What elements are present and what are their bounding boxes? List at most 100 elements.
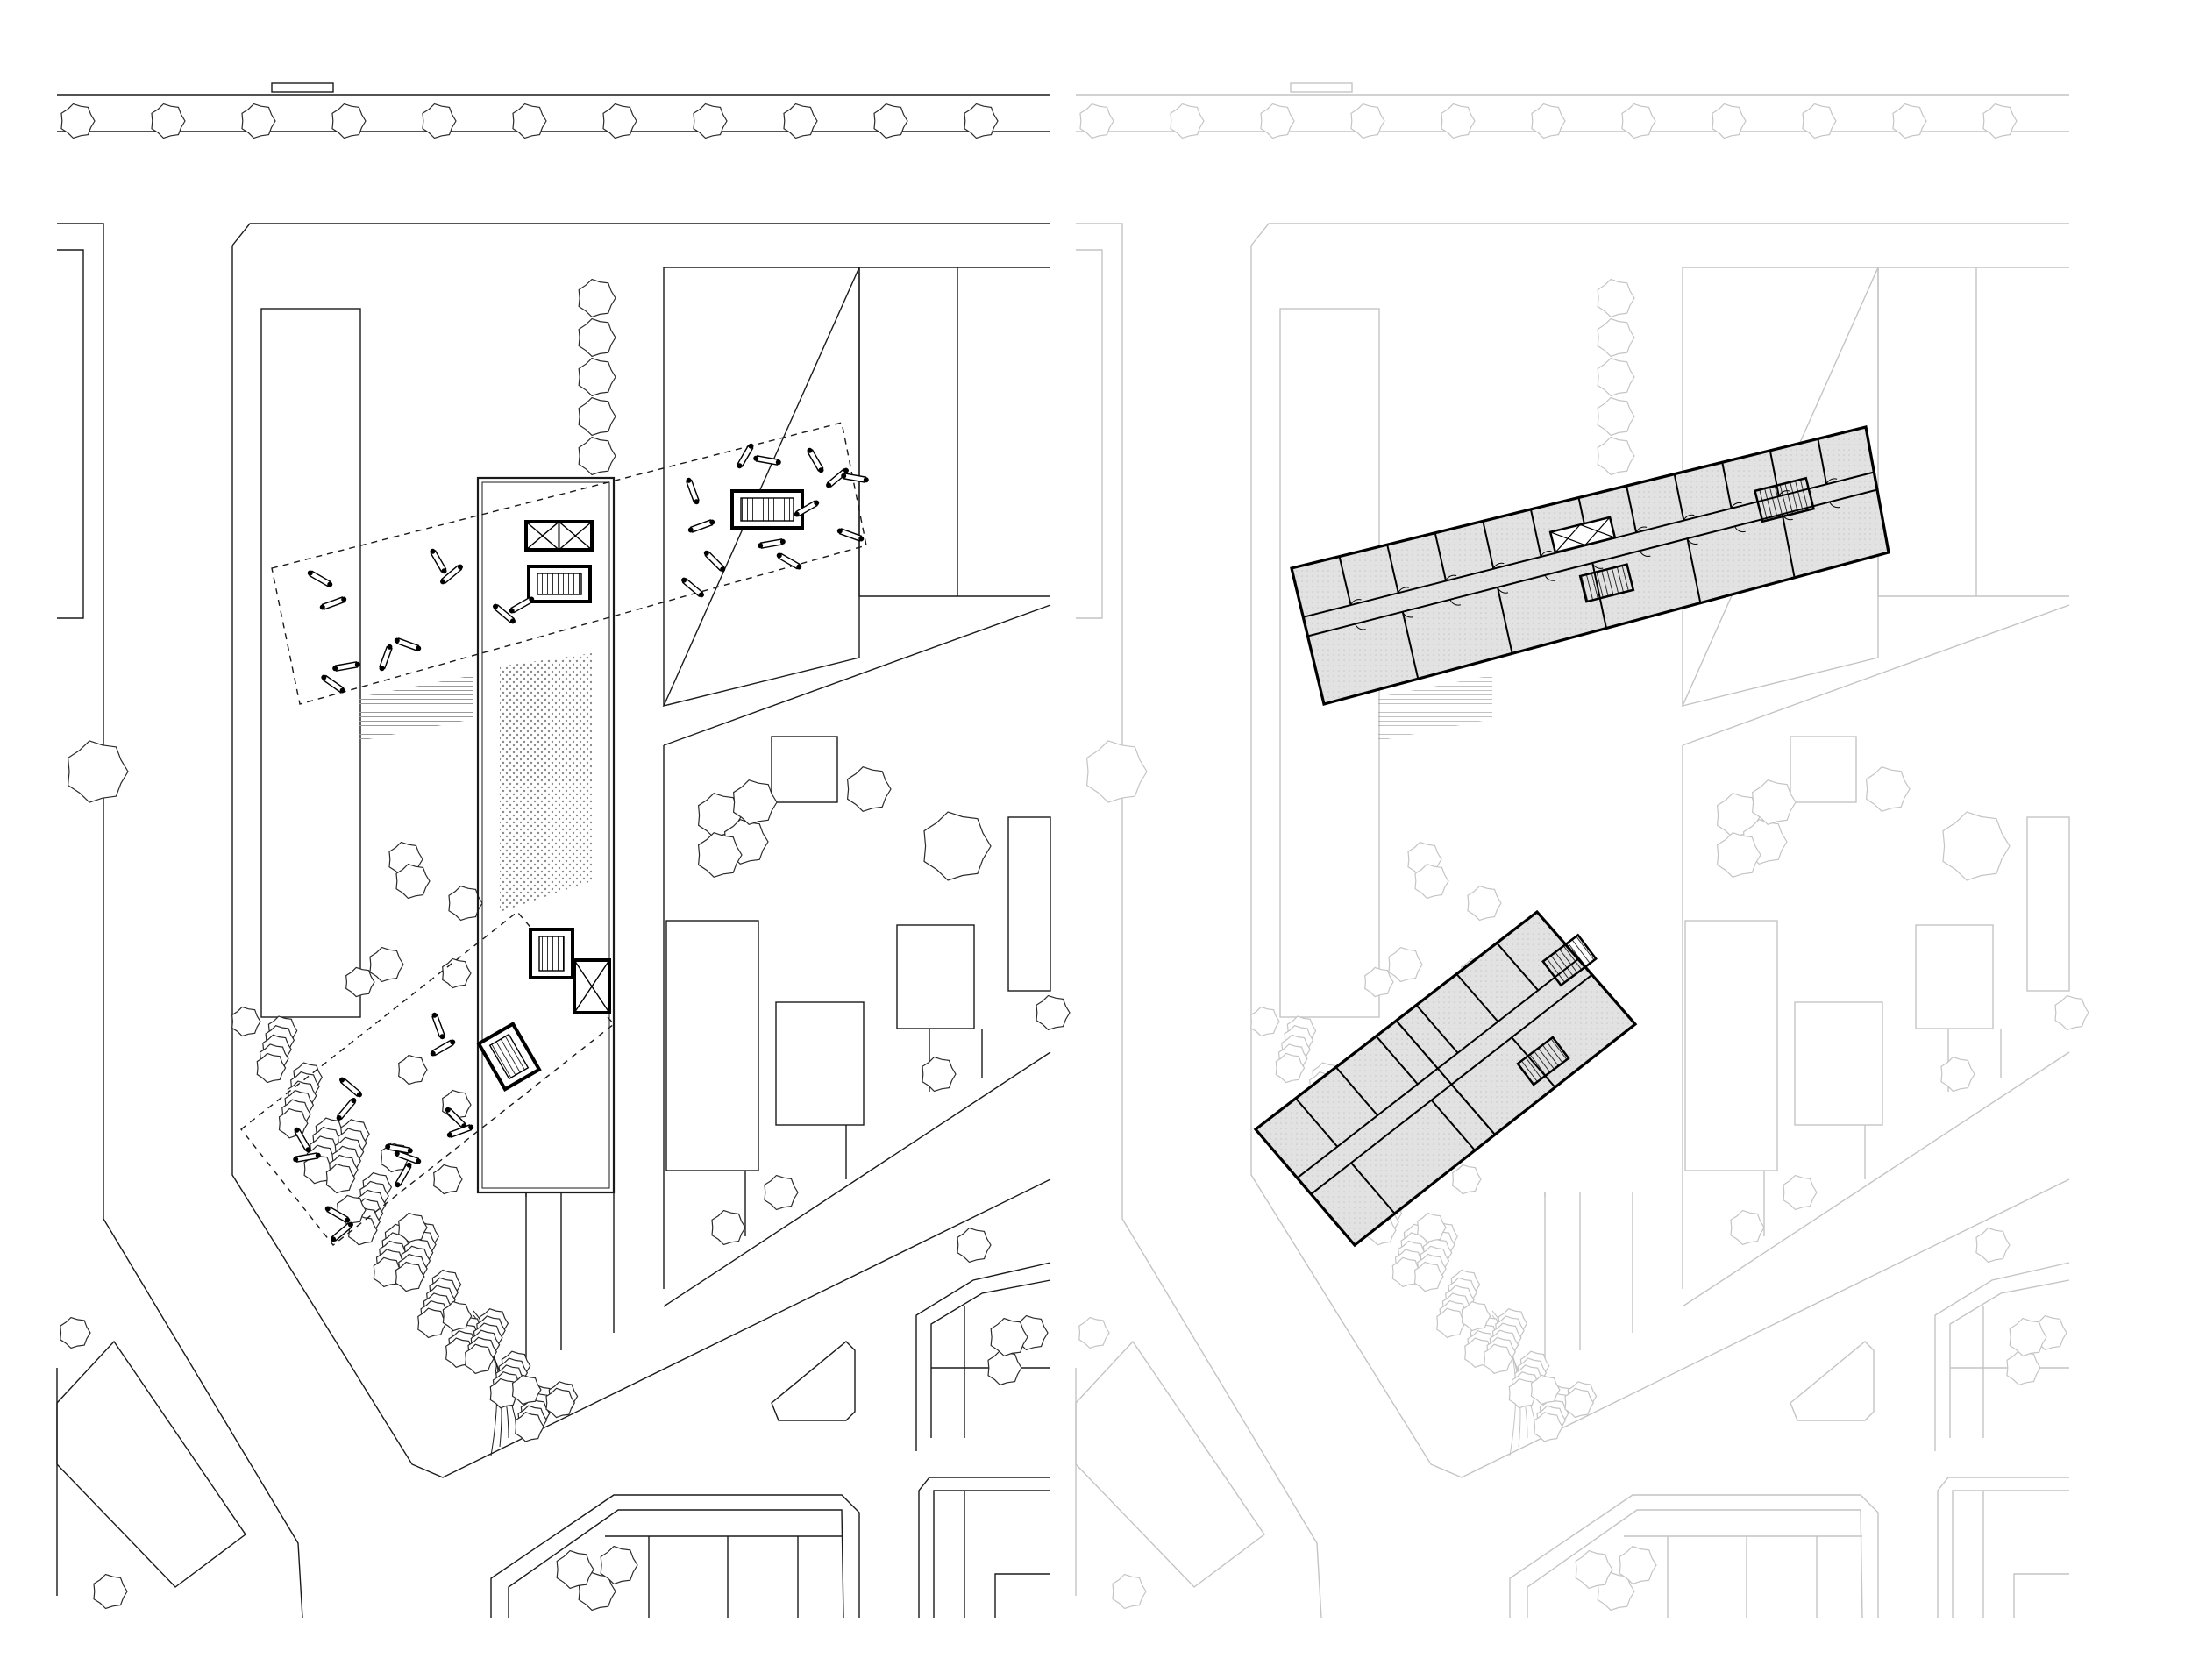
- tree-icon: [331, 103, 367, 139]
- stair-icon: [1541, 933, 1598, 987]
- tree-icon: [348, 1214, 378, 1246]
- door-swing: [1449, 599, 1462, 606]
- tree-icon: [1534, 1412, 1563, 1442]
- bench-icon: [836, 528, 865, 542]
- tree-icon: [1436, 1307, 1466, 1339]
- bench-icon: [687, 519, 715, 533]
- tree-icon: [303, 1153, 334, 1185]
- corridor-wall-south: [1310, 973, 1593, 1195]
- tree-icon: [2054, 994, 2089, 1031]
- bench-icon: [294, 1127, 311, 1153]
- door-swing: [1355, 623, 1366, 630]
- bench-icon: [776, 552, 802, 570]
- door-swing: [1402, 611, 1413, 618]
- door-swing: [1398, 587, 1409, 594]
- diag-road-mid: [1682, 1051, 2070, 1307]
- east-block-outline: [915, 1262, 1051, 1451]
- tree-icon: [1531, 103, 1566, 139]
- se-block-outline: [1937, 1477, 2069, 1618]
- left-building-edge: [1076, 249, 1103, 619]
- bus-stop: [1290, 82, 1353, 93]
- block-outline-top: [231, 223, 1050, 246]
- door-swing: [1635, 526, 1648, 533]
- tree-icon: [1036, 994, 1071, 1031]
- tree-icon: [151, 103, 186, 139]
- bench-icon: [339, 1077, 362, 1098]
- tree-icon: [395, 1261, 425, 1292]
- tree-icon: [1350, 103, 1385, 139]
- partition-wall: [1401, 611, 1420, 680]
- tree-icon: [764, 1174, 799, 1211]
- building-ne-block: [858, 267, 1050, 597]
- tree-icon: [515, 1412, 544, 1442]
- stair-icon: [529, 928, 574, 979]
- tree-icon: [1414, 863, 1449, 900]
- floor-plate-upper: [1290, 425, 1890, 706]
- tree-icon: [1364, 966, 1394, 998]
- partition-wall: [1434, 532, 1448, 581]
- se-small-lot: [994, 1573, 1050, 1618]
- left-building-edge: [57, 249, 84, 619]
- tree-icon: [465, 1343, 495, 1375]
- bench-icon: [681, 577, 704, 598]
- door-swing: [1541, 551, 1552, 558]
- tree-icon: [60, 103, 96, 139]
- tree-icon: [2009, 1317, 2047, 1357]
- panel-right-floor-plan: [1075, 82, 2089, 1619]
- tree-icon: [1391, 1256, 1422, 1288]
- bench-icon: [332, 661, 360, 672]
- traffic-island: [771, 1341, 856, 1421]
- tree-icon: [1461, 1300, 1491, 1332]
- tree-icon: [922, 1056, 957, 1093]
- tree-icon: [1730, 1209, 1765, 1246]
- east-block-inner: [1949, 1279, 2070, 1438]
- bench-icon: [807, 447, 824, 473]
- partition-wall: [1673, 473, 1685, 521]
- bench-icon: [379, 644, 393, 672]
- tree-icon: [398, 1054, 428, 1086]
- elevator-icon: [524, 520, 594, 552]
- tree-icon: [1275, 1052, 1306, 1084]
- partition-wall: [1350, 1162, 1396, 1214]
- tree-icon: [1975, 1227, 2011, 1264]
- diag-road-upper: [1682, 604, 2070, 746]
- door-swing: [1687, 537, 1698, 545]
- bridge-stripes: [359, 675, 473, 741]
- tree-icon: [711, 1209, 746, 1246]
- building-bottom-left: [56, 1340, 246, 1588]
- tree-icon: [442, 957, 472, 989]
- building-bottom-left: [1075, 1340, 1265, 1588]
- tree-icon: [369, 946, 404, 983]
- house-3: [1915, 924, 1994, 1029]
- tree-icon: [1892, 103, 1927, 139]
- bench-icon: [331, 1221, 353, 1242]
- partition-wall: [1686, 537, 1702, 603]
- se-block-outline: [918, 1477, 1050, 1618]
- diag-road-mid: [663, 1051, 1051, 1307]
- door-swing: [1544, 574, 1556, 581]
- tree-icon: [60, 1316, 91, 1349]
- tree-icon: [846, 766, 892, 812]
- tree-icon: [1079, 103, 1114, 139]
- tree-icon: [433, 1164, 463, 1195]
- tree-icon: [1564, 1387, 1594, 1419]
- elevator-icon: [1548, 516, 1617, 554]
- tree-icon: [1940, 1056, 1975, 1093]
- partition-wall: [1781, 514, 1796, 579]
- stair-icon: [730, 489, 804, 530]
- door-swing: [1497, 587, 1509, 594]
- tree-icon: [1716, 832, 1761, 878]
- door-swing: [1731, 502, 1742, 509]
- tree-icon: [1452, 1164, 1482, 1195]
- tree-icon: [732, 779, 778, 825]
- se-block-inner: [1952, 1490, 2069, 1618]
- tree-icon: [957, 1227, 992, 1264]
- door-swing: [1825, 478, 1838, 485]
- house-1: [1684, 920, 1778, 1171]
- tree-icon: [442, 1300, 473, 1332]
- tree-icon: [1413, 1261, 1444, 1292]
- tree-icon: [1170, 103, 1205, 139]
- bench-icon: [307, 570, 333, 587]
- elevator-icon: [573, 958, 611, 1014]
- tree-icon: [1484, 1343, 1513, 1375]
